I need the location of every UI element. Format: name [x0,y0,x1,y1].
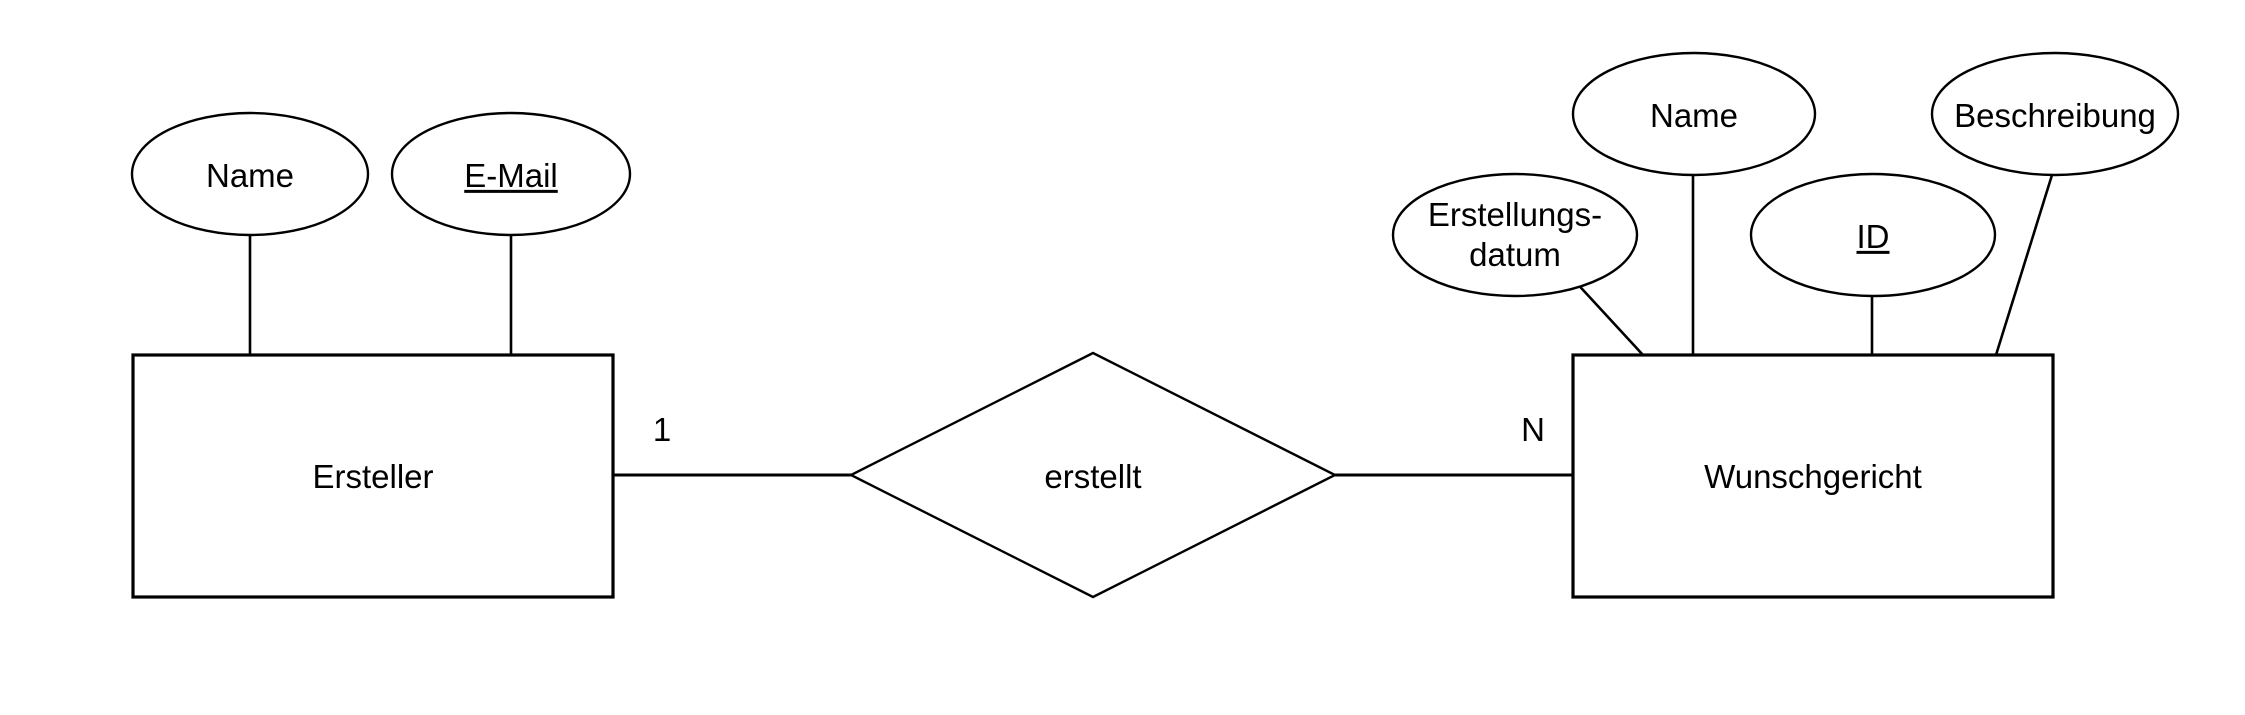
attribute-ellipse-wunschgericht-erstellungsdatum[interactable] [1391,172,1639,298]
attribute-ellipse-ersteller-name[interactable] [130,111,370,237]
entity-box-ersteller[interactable] [131,353,615,599]
attribute-ellipse-ersteller-email[interactable] [390,111,632,237]
attribute-label-wunschgericht-name: Name [1649,96,1739,134]
attribute-label-ersteller-name: Name [205,156,295,194]
cardinality-label-left: 1 [652,411,672,448]
attribute-label-wunschgericht-beschreibung: Beschreibung [1954,96,2156,134]
relationship-diamond-erstellt[interactable] [848,351,1338,599]
relationship-label-erstellt: erstellt [1044,458,1142,495]
entity-box-wunschgericht[interactable] [1571,353,2055,599]
entity-label-ersteller: Ersteller [312,458,434,495]
connector-wunschgericht-beschreibung [1994,174,2054,356]
attribute-ellipse-wunschgericht-id[interactable] [1749,172,1997,298]
attribute-ellipse-wunschgericht-name[interactable] [1571,51,1817,177]
connector-wunschgericht-erstellungsdatum [1571,277,1644,356]
cardinality-label-right: N [1521,411,1545,448]
attribute-label-wunschgericht-id: ID [1856,217,1890,255]
entity-label-wunschgericht: Wunschgericht [1704,458,1922,495]
attribute-label-line-1: Erstellungs- [1427,195,1603,233]
attribute-label-wunschgericht-erstellungsdatum: Erstellungs- datum [1428,195,1602,276]
attribute-label-ersteller-email: E-Mail [464,156,558,194]
attribute-ellipse-wunschgericht-beschreibung[interactable] [1930,51,2180,177]
attribute-label-line-2: datum [1469,236,1561,273]
